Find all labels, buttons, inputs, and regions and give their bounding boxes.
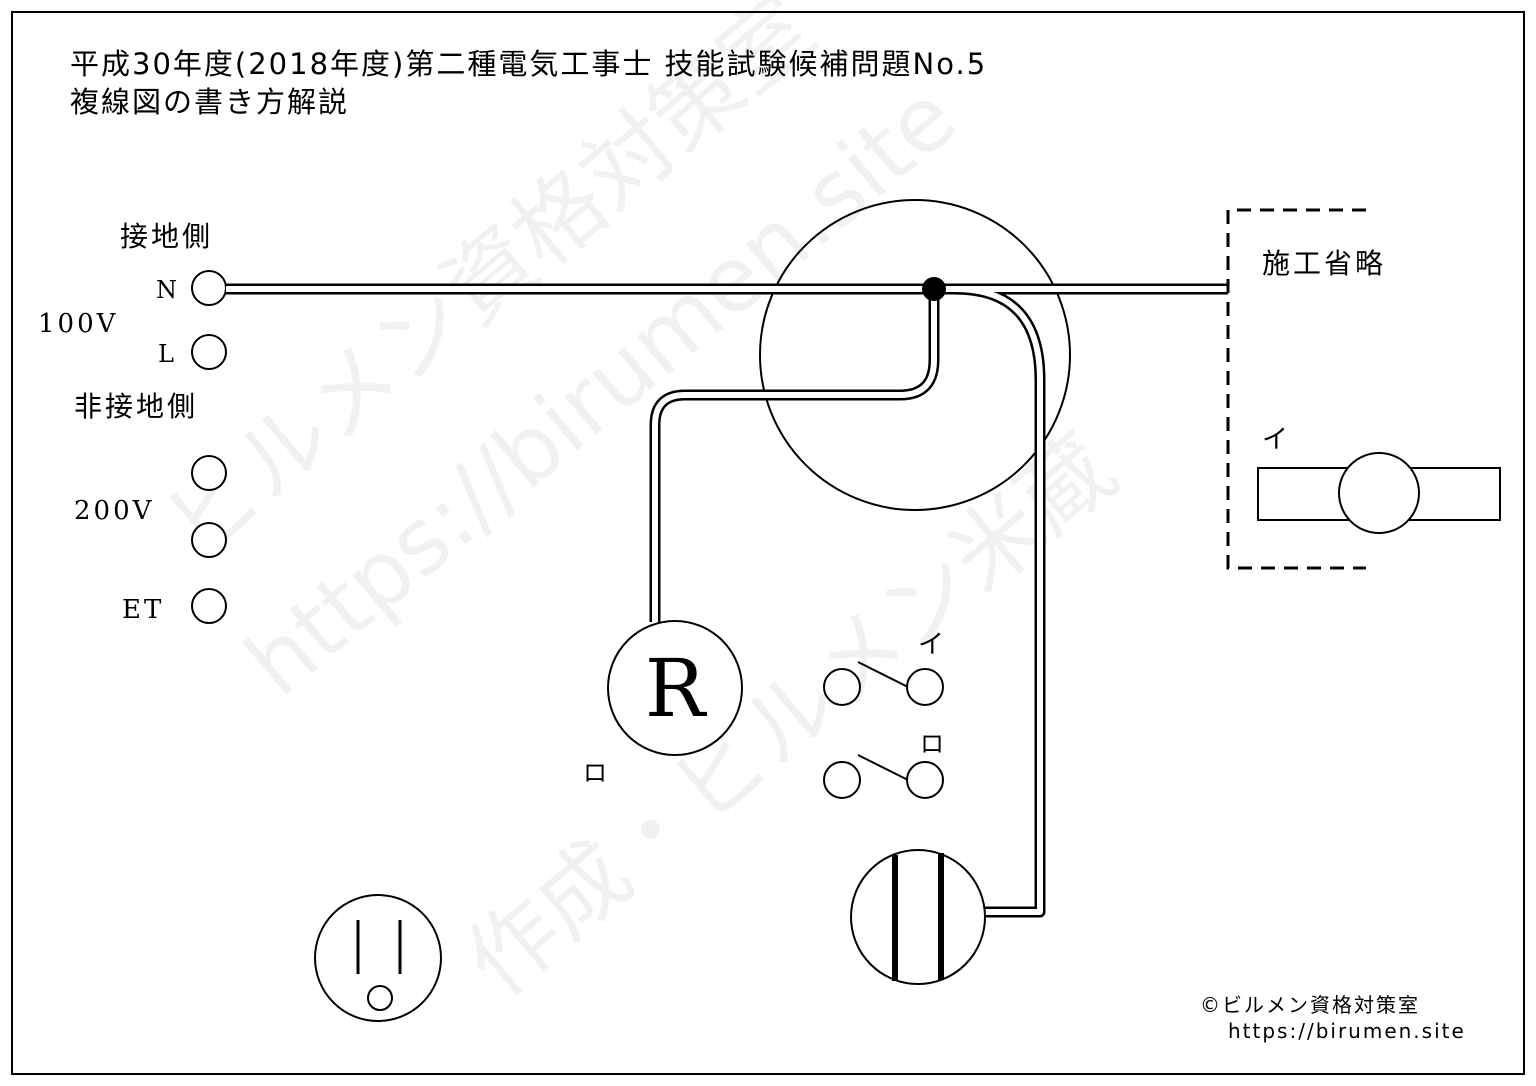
switch-box (850, 849, 986, 985)
terminal-n (191, 270, 227, 306)
voltage-100-label: 100V (38, 309, 118, 339)
terminal-200v-1 (191, 455, 227, 491)
title-line2: 複線図の書き方解説 (70, 85, 349, 119)
grounded-side-label: 接地側 (120, 220, 213, 253)
ungrounded-side-label: 非接地側 (74, 390, 198, 423)
junction-box (759, 199, 1071, 511)
receptacle (314, 894, 442, 1022)
terminal-200v-2 (191, 522, 227, 558)
copyright-line2: https://birumen.site (1228, 1019, 1466, 1043)
switch-i (823, 661, 944, 706)
page-border (11, 11, 1525, 1075)
omitted-label: 施工省略 (1262, 247, 1386, 280)
et-label: ET (122, 595, 164, 625)
lamp-letter: R (645, 642, 708, 735)
switch-ro-label: ロ (920, 730, 944, 758)
copyright-line1: ©ビルメン資格対策室 (1200, 993, 1420, 1017)
voltage-200-label: 200V (74, 496, 154, 526)
switch-i-label: イ (918, 630, 944, 660)
n-label: N (156, 276, 177, 304)
terminal-l (191, 334, 227, 370)
connection-point (922, 277, 946, 301)
l-label: L (158, 340, 174, 368)
title-line1: 平成30年度(2018年度)第二種電気工事士 技能試験候補問題No.5 (70, 47, 987, 81)
lamp-label: ロ (583, 759, 607, 787)
ceiling-fixture (1257, 452, 1501, 534)
switch-ro (823, 754, 944, 799)
wires (226, 283, 1228, 918)
terminal-et (191, 588, 227, 624)
fixture-label: イ (1262, 425, 1288, 455)
omitted-area-box (1226, 208, 1366, 570)
lamp-r (607, 620, 743, 756)
